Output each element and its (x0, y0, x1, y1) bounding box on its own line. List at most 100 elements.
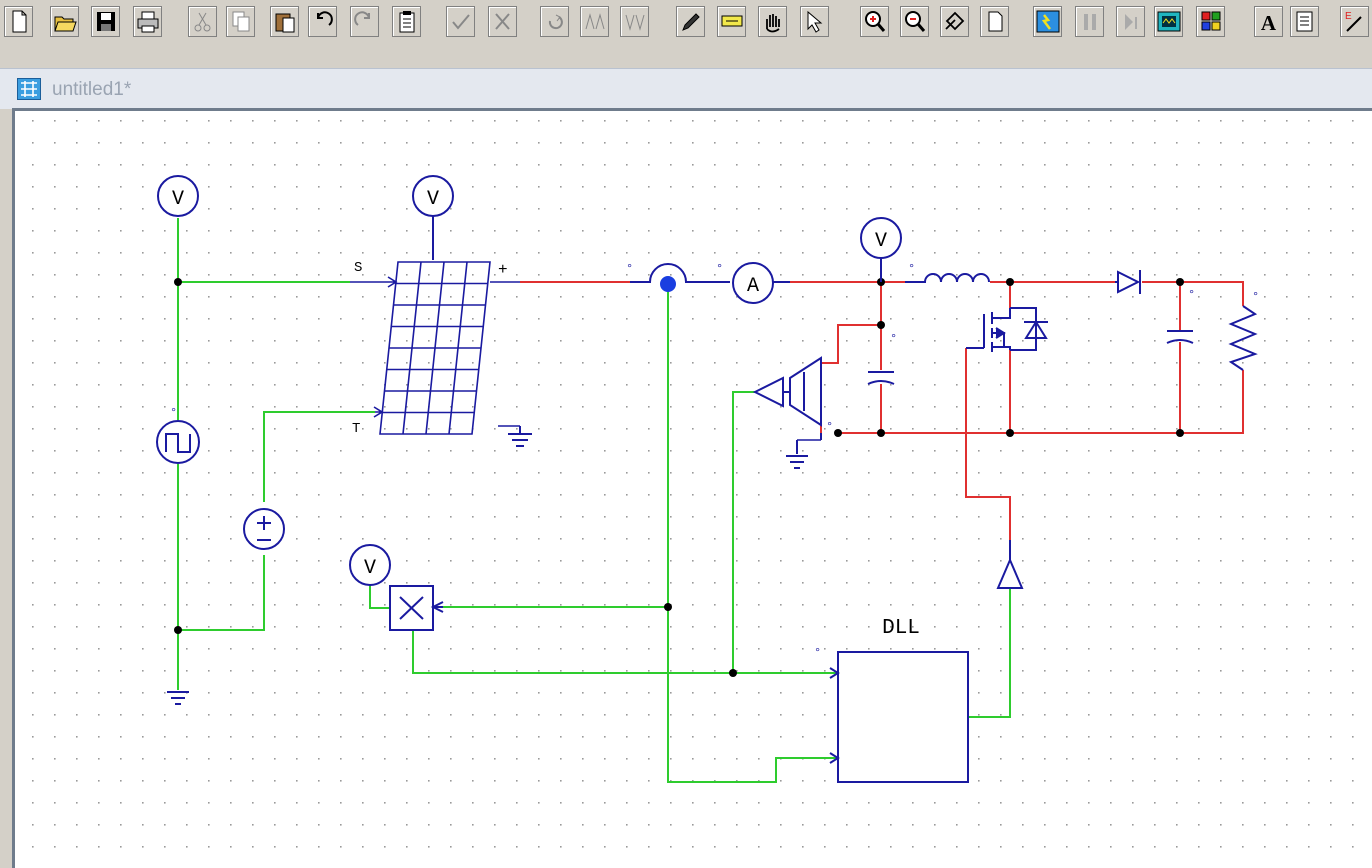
redo-button[interactable] (350, 6, 379, 37)
svg-text:°: ° (908, 262, 915, 276)
pause-button[interactable] (1075, 6, 1104, 37)
ammeter[interactable]: A (732, 262, 790, 304)
solar-panel[interactable] (350, 261, 520, 435)
document-title: untitled1* (52, 79, 132, 100)
zoom-fit-button[interactable] (940, 6, 969, 37)
copy-icon (232, 11, 250, 32)
schematic-canvas[interactable]: V V V V ° (12, 108, 1372, 868)
output-capacitor[interactable]: ° (1166, 288, 1195, 344)
zoom-out-icon (905, 11, 926, 32)
voltmeter-source[interactable]: V (157, 175, 199, 217)
dll-block[interactable]: ° (814, 646, 969, 783)
schematic-document-icon (17, 78, 41, 100)
paste-button[interactable] (270, 6, 299, 37)
ground-left (167, 691, 189, 705)
schematic-drawing[interactable]: V V V V ° (15, 111, 1372, 868)
rotate-icon (548, 14, 563, 30)
open-folder-button[interactable] (50, 6, 79, 37)
page-button[interactable] (980, 6, 1009, 37)
save-button[interactable] (91, 6, 120, 37)
paste-icon (275, 13, 295, 33)
voltmeter-source-label: V (172, 188, 184, 211)
undo-icon (317, 11, 333, 26)
print-button[interactable] (133, 6, 162, 37)
pointer-arrow-button[interactable] (800, 6, 829, 37)
document-titlebar[interactable]: untitled1* (0, 68, 1372, 109)
zoom-out-button[interactable] (900, 6, 929, 37)
flip-horizontal-icon (585, 13, 605, 30)
square-wave-source[interactable]: ° (156, 406, 200, 464)
page-icon (988, 11, 1003, 32)
ammeter-label: A (747, 275, 759, 298)
hand-pan-icon (766, 14, 780, 33)
copy-button[interactable] (226, 6, 255, 37)
undo-button[interactable] (308, 6, 337, 37)
gate-driver-buffer[interactable] (996, 540, 1024, 589)
scope-button[interactable] (1154, 6, 1183, 37)
check-button[interactable] (446, 6, 475, 37)
svg-text:°: ° (814, 646, 821, 660)
solar-panel-t-terminal: T (352, 421, 360, 437)
cut-button[interactable] (188, 6, 217, 37)
multiplier-block[interactable] (389, 585, 444, 631)
flip-vertical-button[interactable] (620, 6, 649, 37)
redo-icon (354, 11, 370, 26)
svg-text:°: ° (716, 262, 723, 276)
current-sensor-amplifier[interactable]: ° (752, 356, 833, 434)
label-button[interactable] (717, 6, 746, 37)
element-list-button[interactable] (1290, 6, 1319, 37)
dll-block-label: DLL (882, 617, 920, 640)
current-sensor[interactable]: ° ° (626, 262, 730, 292)
svg-text:°: ° (170, 406, 177, 420)
svg-text:°: ° (1188, 288, 1195, 302)
element-library-icon (1201, 11, 1221, 31)
mosfet-switch[interactable] (966, 307, 1048, 352)
svg-text:°: ° (826, 420, 833, 434)
flip-horizontal-button[interactable] (580, 6, 609, 37)
element-library-button[interactable] (1196, 6, 1225, 37)
element-list-icon (1296, 11, 1313, 32)
voltmeter-multiplier-label: V (364, 557, 376, 580)
clipboard-icon (399, 11, 415, 33)
step-button[interactable] (1116, 6, 1145, 37)
ground-current-sensor (786, 433, 822, 469)
toolbar-gap (0, 44, 1372, 68)
dc-voltage-source[interactable] (243, 508, 285, 550)
save-icon (97, 12, 115, 31)
scope-icon (1157, 11, 1181, 32)
pause-icon (1084, 14, 1096, 30)
ground-panel (498, 425, 532, 447)
cut-icon (194, 12, 211, 32)
voltmeter-multiplier[interactable]: V (349, 544, 391, 586)
clipboard-button[interactable] (392, 6, 421, 37)
hand-pan-button[interactable] (758, 6, 787, 37)
zoom-in-icon (865, 11, 886, 32)
load-resistor[interactable]: ° (1228, 290, 1259, 371)
x-mark-button[interactable] (488, 6, 517, 37)
zoom-in-button[interactable] (860, 6, 889, 37)
new-file-button[interactable] (4, 6, 33, 37)
junction-dots (174, 278, 1184, 677)
step-icon (1125, 14, 1137, 30)
svg-text:°: ° (890, 332, 897, 346)
x-mark-icon (495, 13, 510, 30)
voltmeter-dc-bus[interactable]: V (860, 217, 902, 282)
voltmeter-panel[interactable]: V (412, 175, 454, 260)
pencil-button[interactable] (676, 6, 705, 37)
inductor[interactable]: ° (905, 262, 990, 283)
edit-button[interactable]: E (1340, 6, 1369, 37)
input-capacitor[interactable]: ° (867, 332, 897, 385)
new-file-icon (12, 10, 27, 33)
grid-background (15, 111, 1372, 868)
pencil-icon (682, 13, 700, 31)
svg-text:°: ° (1252, 290, 1259, 304)
run-simulation-icon (1036, 10, 1060, 33)
voltmeter-dc-bus-label: V (875, 230, 887, 253)
control-wires (177, 218, 1011, 783)
rotate-button[interactable] (540, 6, 569, 37)
flip-vertical-icon (625, 14, 645, 31)
boost-diode[interactable] (1115, 270, 1141, 294)
text-button[interactable]: A (1254, 6, 1283, 37)
run-simulation-button[interactable] (1033, 6, 1062, 37)
